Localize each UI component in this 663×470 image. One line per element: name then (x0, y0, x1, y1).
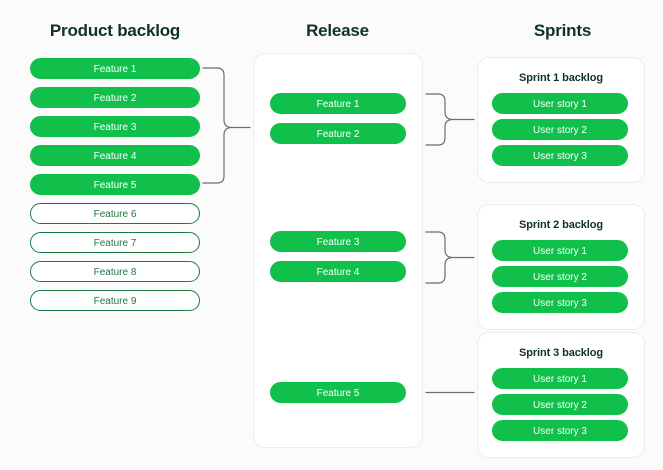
release-item-4[interactable]: Feature 4 (270, 261, 406, 282)
column-heading-sprints: Sprints (533, 21, 592, 40)
release-item-2[interactable]: Feature 2 (270, 123, 406, 144)
brace-release-to-sprint-1 (425, 93, 453, 146)
sprint-3-story-3[interactable]: User story 3 (492, 420, 628, 441)
product-backlog-item-2[interactable]: Feature 2 (30, 87, 200, 108)
sprint-1-story-2[interactable]: User story 2 (492, 119, 628, 140)
sprint-2-story-2[interactable]: User story 2 (492, 266, 628, 287)
brace-release-to-sprint-2 (425, 231, 453, 284)
release-item-5[interactable]: Feature 5 (270, 382, 406, 403)
release-item-1[interactable]: Feature 1 (270, 93, 406, 114)
column-heading-product-backlog: Product backlog (49, 21, 181, 40)
product-backlog-item-3[interactable]: Feature 3 (30, 116, 200, 137)
column-heading-release: Release (306, 21, 369, 40)
sprint-2-story-1[interactable]: User story 1 (492, 240, 628, 261)
sprint-card-title-3: Sprint 3 backlog (519, 347, 603, 359)
product-backlog-item-6[interactable]: Feature 6 (30, 203, 200, 224)
sprint-card-title-2: Sprint 2 backlog (519, 219, 603, 231)
sprint-1-story-3[interactable]: User story 3 (492, 145, 628, 166)
product-backlog-item-5[interactable]: Feature 5 (30, 174, 200, 195)
product-backlog-item-1[interactable]: Feature 1 (30, 58, 200, 79)
sprint-card-title-1: Sprint 1 backlog (519, 72, 603, 84)
product-backlog-item-4[interactable]: Feature 4 (30, 145, 200, 166)
sprint-2-story-3[interactable]: User story 3 (492, 292, 628, 313)
product-backlog-item-9[interactable]: Feature 9 (30, 290, 200, 311)
sprint-3-story-2[interactable]: User story 2 (492, 394, 628, 415)
product-backlog-item-8[interactable]: Feature 8 (30, 261, 200, 282)
sprint-3-story-1[interactable]: User story 1 (492, 368, 628, 389)
sprint-1-story-1[interactable]: User story 1 (492, 93, 628, 114)
product-backlog-item-7[interactable]: Feature 7 (30, 232, 200, 253)
release-item-3[interactable]: Feature 3 (270, 231, 406, 252)
brace-backlog-to-release (202, 67, 232, 184)
